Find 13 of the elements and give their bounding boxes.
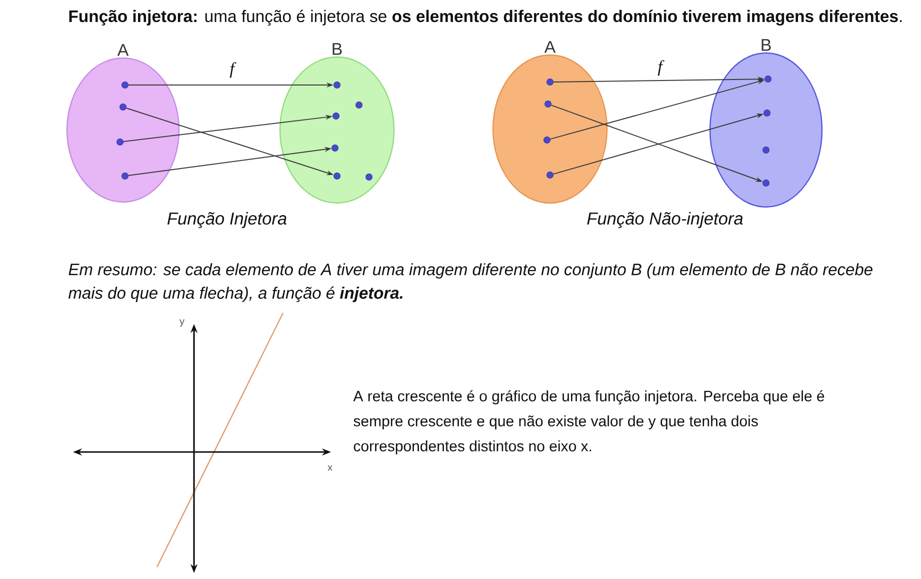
function-label: f: [658, 60, 664, 76]
axis-label: x: [328, 465, 332, 471]
caption: Função Não-injetora: [587, 212, 743, 228]
function-label: f: [230, 62, 236, 78]
set-label: A: [544, 41, 556, 53]
set-label: B: [332, 43, 342, 55]
body-text: A reta crescente é o gráfico de uma função injetora. Perceba que ele é sempre crescente e que não existe valor de y que tenha dois correspondentes distintos no eixo x.: [353, 390, 824, 454]
summary-text: Em resumo: se cada elemento de A tiver uma imagem diferente no conjunto B (um elemento de B não recebe mais do que uma flecha), a função é injetora.: [68, 263, 872, 302]
set-label: A: [117, 44, 129, 56]
caption: Função Injetora: [167, 212, 286, 228]
axis-label: y: [180, 319, 184, 327]
set-label: B: [762, 39, 771, 51]
heading: Função injetora: uma função é injetora se os elementos diferentes do domínio tiverem imagens diferentes.: [68, 10, 902, 26]
